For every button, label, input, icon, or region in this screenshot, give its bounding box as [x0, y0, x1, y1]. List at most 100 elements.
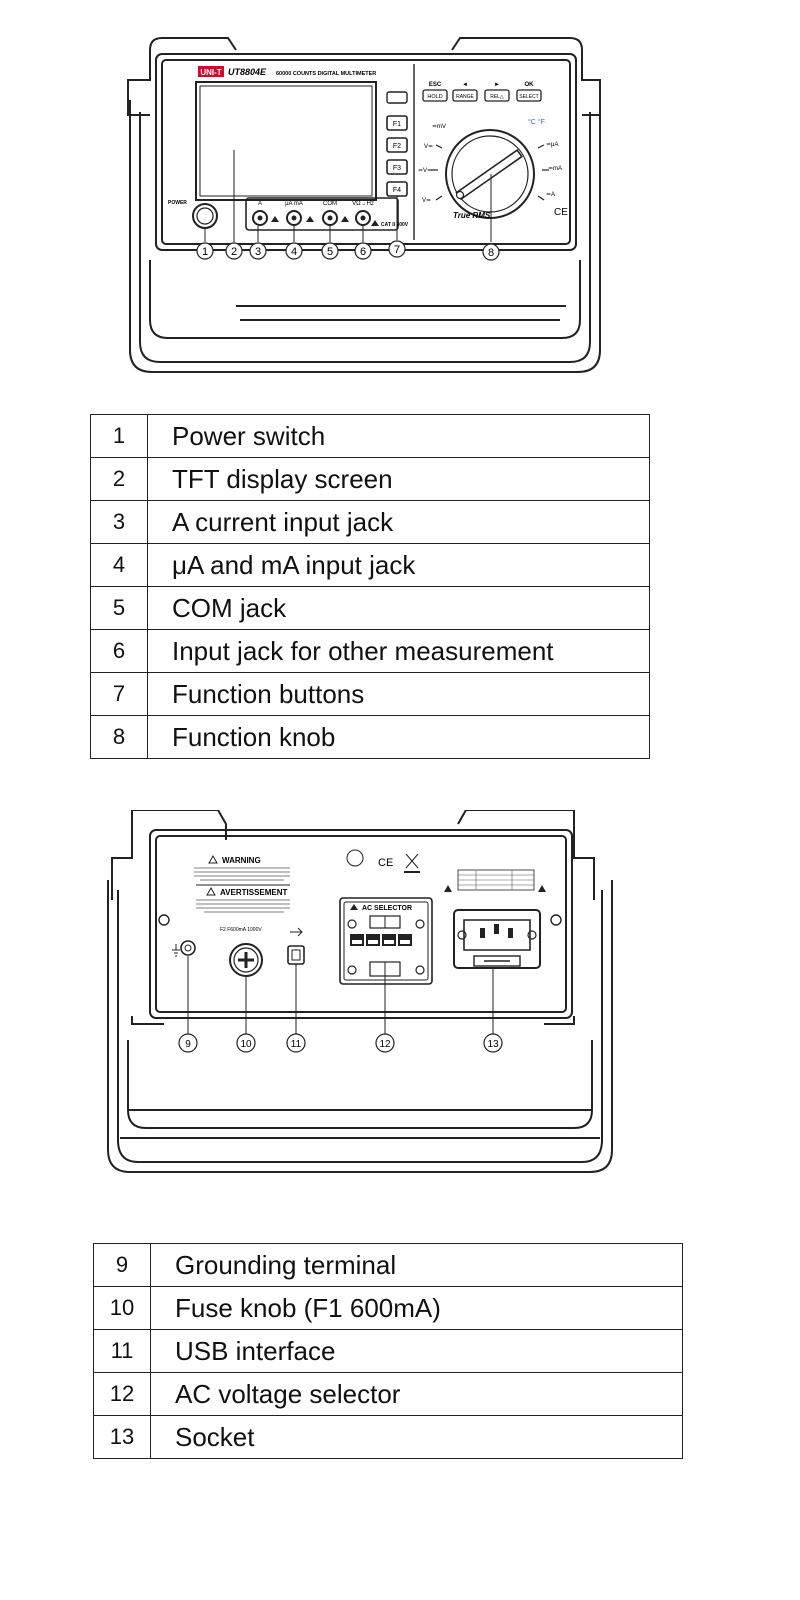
warning-triangle-icon: [208, 854, 218, 864]
fuse-label: F2 F600mA 1000V: [220, 927, 262, 933]
hold-button[interactable]: [422, 89, 448, 102]
warning-title: WARNING: [222, 856, 261, 865]
true-rms-text: True RMS: [453, 211, 491, 220]
callout-5: 5: [327, 246, 333, 258]
rel-button[interactable]: [484, 89, 510, 102]
grounding-terminal[interactable]: [180, 940, 196, 956]
part-number: 8: [90, 715, 148, 759]
ac-voltage-selector[interactable]: AC SELECTOR: [339, 897, 433, 985]
ua-label: ≂μA: [546, 142, 559, 148]
usb-symbol-icon: [290, 927, 303, 937]
ac-selector-title: AC SELECTOR: [362, 905, 412, 912]
f2-button[interactable]: [386, 137, 408, 153]
part-description: TFT display screen: [147, 457, 650, 501]
f1-button[interactable]: [386, 115, 408, 131]
f2-label: F2: [393, 143, 401, 150]
part-description: μA and mA input jack: [147, 543, 650, 587]
top-keys: ESC ◄ ► OK HOLD RANGE REL△ SELECT: [422, 82, 542, 102]
f4-label: F4: [393, 187, 401, 194]
part-description: USB interface: [150, 1329, 683, 1373]
callout-12: 12: [379, 1039, 391, 1050]
com-jack-label: COM: [323, 201, 337, 207]
rear-panel-illustration: WARNING AVERTISSEMENT CE F2 F600mA 1000V…: [107, 810, 613, 1173]
warning-triangle-icon: [538, 885, 546, 892]
ok-label: OK: [525, 82, 535, 88]
callout-8: 8: [488, 247, 494, 259]
ma-label: ≂mA: [548, 166, 562, 172]
low-volt-label: V≂: [422, 198, 431, 204]
range-button[interactable]: [452, 89, 478, 102]
hold-label: HOLD: [427, 94, 442, 100]
select-label: SELECT: [519, 94, 538, 100]
dc-volt-label: ≂V≂: [418, 168, 432, 174]
screw-icon: [158, 914, 170, 926]
select-button[interactable]: [516, 89, 542, 102]
usb-interface[interactable]: [287, 945, 305, 965]
function-buttons: F1 F2 F3 F4: [386, 115, 408, 197]
part-number: 5: [90, 586, 148, 630]
weee-bin-icon: [405, 853, 419, 869]
part-description: A current input jack: [147, 500, 650, 544]
model-text: UT8804E: [228, 67, 267, 77]
callout-9: 9: [185, 1039, 191, 1050]
warning-triangle-icon: [206, 886, 216, 896]
part-description: Socket: [150, 1415, 683, 1459]
ce-mark-rear: CE: [378, 857, 393, 869]
front-housing: [127, 37, 601, 373]
f3-label: F3: [393, 165, 401, 172]
callout-1: 1: [202, 246, 208, 258]
ground-symbol-icon: [172, 944, 180, 957]
warning-triangle-icon: [444, 885, 452, 892]
avertissement-title: AVERTISSEMENT: [220, 888, 288, 897]
warning-triangle-icon: [271, 216, 279, 222]
part-description: Function knob: [147, 715, 650, 759]
part-number: 4: [90, 543, 148, 587]
part-number: 3: [90, 500, 148, 544]
left-label: ◄: [462, 82, 468, 88]
callout-10: 10: [240, 1039, 252, 1050]
ce-mark-front: CE: [554, 207, 568, 218]
warning-triangle-icon: [350, 904, 358, 910]
warning-triangle-icon: [306, 216, 314, 222]
cat-rating-text: CAT II 600V: [381, 222, 409, 228]
part-description: Function buttons: [147, 672, 650, 716]
volt-jack-label: VΩ→Hz: [352, 201, 374, 207]
temperature-label: °C °F: [528, 118, 545, 126]
callout-11: 11: [291, 1039, 302, 1050]
part-description: Fuse knob (F1 600mA): [150, 1286, 683, 1330]
part-number: 9: [93, 1243, 151, 1287]
f3-button[interactable]: [386, 159, 408, 175]
part-number: 2: [90, 457, 148, 501]
part-description: Grounding terminal: [150, 1243, 683, 1287]
power-socket[interactable]: [453, 909, 541, 969]
power-label: POWER: [168, 200, 187, 206]
callout-4: 4: [291, 246, 297, 258]
esc-label: ESC: [429, 82, 442, 88]
part-description: COM jack: [147, 586, 650, 630]
range-label: RANGE: [456, 94, 474, 100]
part-number: 13: [93, 1415, 151, 1459]
rear-housing: [107, 810, 613, 1173]
callout-7: 7: [394, 244, 400, 256]
dc-voltage-label: ≂mV: [432, 124, 446, 130]
brand-badge: [198, 66, 224, 77]
tft-display-screen: [195, 81, 377, 201]
callout-3: 3: [255, 246, 261, 258]
menu-key[interactable]: [386, 91, 408, 104]
tagline-text: 60000 COUNTS DIGITAL MULTIMETER: [276, 71, 376, 77]
function-knob[interactable]: [431, 129, 549, 219]
part-description: AC voltage selector: [150, 1372, 683, 1416]
